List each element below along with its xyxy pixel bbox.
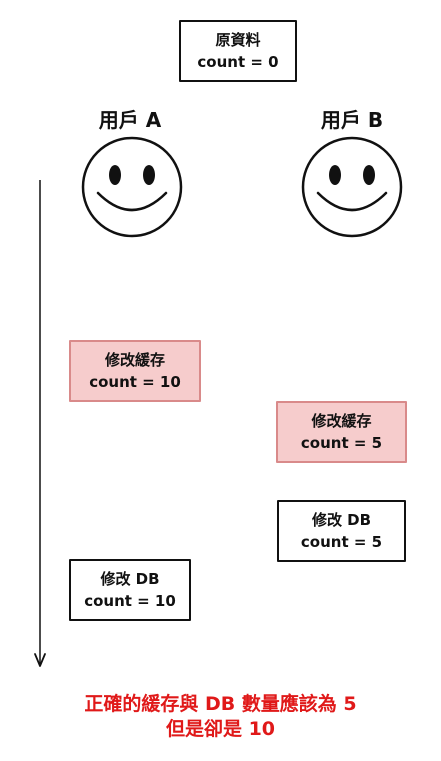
original-data-box: 原資料 count = 0: [179, 20, 297, 82]
user-b-cache-value: count = 5: [300, 434, 383, 452]
user-a-db-box: 修改 DB count = 10: [69, 559, 191, 621]
user-a-cache-value: count = 10: [89, 373, 181, 391]
user-a-label: 用戶 A: [98, 108, 162, 132]
user-a-db-value: count = 10: [84, 592, 176, 610]
user-b-label: 用戶 B: [320, 108, 384, 132]
original-data-value: count = 0: [197, 53, 279, 71]
user-a-db-title: 修改 DB: [100, 570, 160, 588]
down-arrow-icon: [34, 180, 46, 667]
conclusion-line-2: 但是卻是 10: [165, 718, 276, 740]
smiley-face-icon: [301, 136, 403, 238]
user-b-cache-box: 修改緩存 count = 5: [276, 401, 407, 463]
user-b-db-box: 修改 DB count = 5: [277, 500, 406, 562]
conclusion-line-1: 正確的緩存與 DB 數量應該為 5: [84, 693, 357, 715]
conclusion-text: 正確的緩存與 DB 數量應該為 5 但是卻是 10: [0, 692, 441, 742]
user-b-db-title: 修改 DB: [311, 511, 372, 529]
user-a-cache-box: 修改緩存 count = 10: [69, 340, 201, 402]
user-b-cache-title: 修改緩存: [311, 412, 372, 430]
smiley-face-icon: [81, 136, 183, 238]
original-data-title: 原資料: [215, 31, 261, 49]
user-b-db-value: count = 5: [300, 533, 383, 551]
user-a-cache-title: 修改緩存: [104, 351, 165, 369]
